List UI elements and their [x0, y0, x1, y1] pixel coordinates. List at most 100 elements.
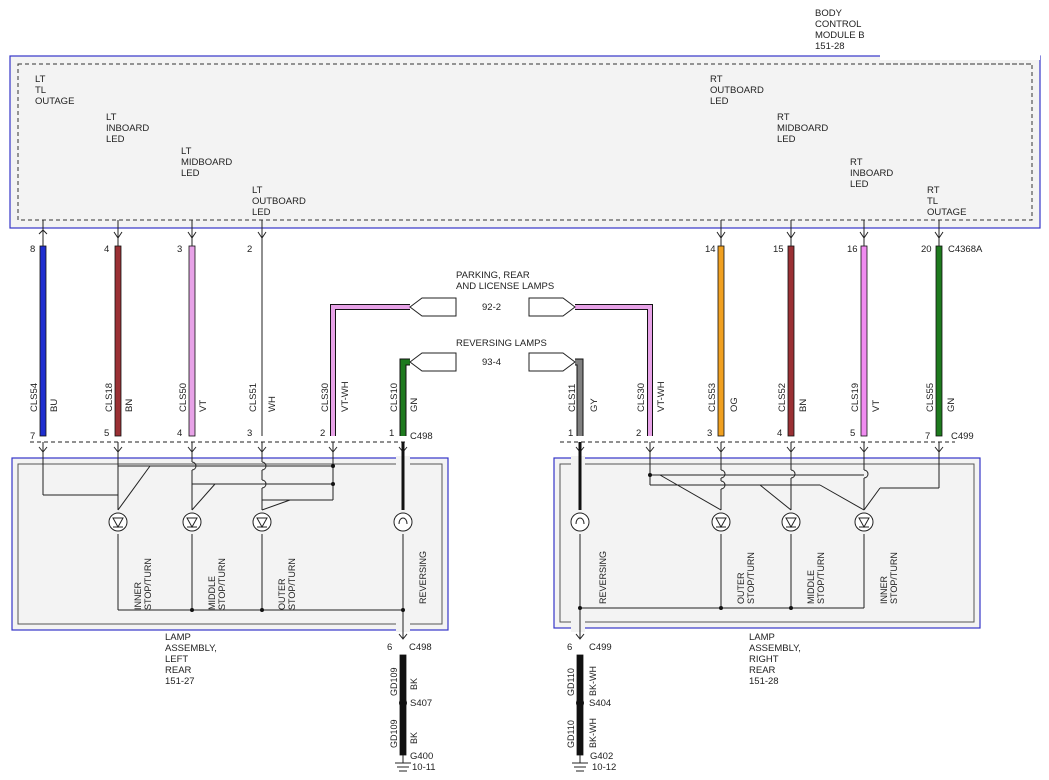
parking-link-title: AND LICENSE LAMPS [456, 281, 554, 292]
lamp-label: MIDDLE [806, 570, 816, 604]
circuit-label: CLS53 [707, 383, 718, 412]
ground-ref: 10-11 [412, 762, 436, 773]
assembly-label: ASSEMBLY, [749, 643, 801, 654]
wire-cls52 [787, 245, 795, 437]
assembly-label: LAMP [749, 632, 775, 643]
reversing-link-arrow-right[interactable] [528, 352, 576, 372]
ground-icon [572, 755, 588, 772]
assembly-label: LAMP [165, 632, 191, 643]
bcm-label-line: 151-28 [815, 41, 845, 52]
assembly-label: 151-27 [165, 676, 195, 687]
left-lamp-assembly: INNER STOP/TURN MIDDLE STOP/TURN OUTER S… [11, 442, 449, 687]
reversing-link-title: REVERSING LAMPS [456, 338, 547, 349]
connector-pin: 4 [777, 428, 782, 439]
connector-pin: 4 [177, 428, 182, 439]
led-lamp-icon [781, 512, 801, 532]
bcm-module [9, 54, 1041, 229]
bcm-pin-number: 2 [247, 244, 252, 255]
wire-color-label: VT [871, 400, 882, 412]
lamp-label: INNER [879, 575, 889, 604]
wire-color-label: WH [267, 396, 278, 412]
bulb-lamp-icon [570, 512, 590, 532]
circuit-label: GD110 [566, 720, 576, 748]
bcm-label-line: MODULE B [815, 30, 865, 41]
bcm-label: BODY CONTROL MODULE B 151-28 [815, 8, 865, 52]
svg-text:MIDBOARD: MIDBOARD [181, 157, 232, 168]
lamp-label: REVERSING [598, 551, 608, 604]
connector-pin: 5 [104, 428, 109, 439]
circuit-label: CLS19 [850, 383, 861, 412]
circuit-label: CLS51 [248, 383, 259, 412]
ground-label: G402 [590, 751, 613, 762]
svg-text:TL: TL [927, 196, 938, 207]
wire-color-label: GN [946, 398, 957, 412]
svg-text:RT: RT [927, 185, 940, 196]
assembly-label: RIGHT [749, 654, 779, 665]
left-ground-circuit: 6 C498 GD109 BK S407 GD109 BK G400 10-11 [387, 628, 436, 773]
svg-text:LED: LED [181, 168, 200, 179]
svg-text:OUTBOARD: OUTBOARD [252, 196, 306, 207]
wire-color-label: VT [198, 400, 209, 412]
ground-pin: 6 [387, 642, 392, 653]
circuit-label: CLS30 [320, 383, 331, 412]
svg-text:LED: LED [777, 134, 796, 145]
bulb-lamp-icon [393, 512, 413, 532]
circuit-label: GD109 [389, 719, 399, 748]
harness-wires [39, 236, 943, 437]
wire-color-label: BK-WH [588, 718, 598, 748]
wire-color-label: BN [798, 399, 809, 412]
output-rt-midboard-led: RT MIDBOARD LED [777, 112, 828, 145]
lamp-label: STOP/TURN [816, 552, 826, 604]
lamp-label: REVERSING [418, 551, 428, 604]
svg-text:OUTAGE: OUTAGE [35, 96, 74, 107]
svg-text:OUTBOARD: OUTBOARD [710, 85, 764, 96]
connector-pin: 2 [320, 428, 325, 439]
wire-color-label: BU [49, 399, 60, 412]
splice-label: S407 [410, 698, 432, 709]
lamp-label: INNER [133, 581, 143, 610]
output-lt-outboard-led: LT OUTBOARD LED [252, 185, 306, 218]
wire-cls18 [114, 245, 122, 437]
circuit-label: CLS50 [178, 383, 189, 412]
circuit-label: GD110 [566, 668, 576, 696]
led-lamp-icon [854, 512, 874, 532]
svg-text:LT: LT [181, 146, 192, 157]
output-rt-tl-outage: RT TL OUTAGE [927, 185, 966, 218]
output-lt-midboard-led: LT MIDBOARD LED [181, 146, 232, 179]
right-lamp-assembly: REVERSING OUTER STOP/TURN MIDDLE STOP/TU… [553, 442, 981, 687]
reversing-link-arrow-left[interactable] [409, 352, 457, 372]
svg-text:TL: TL [35, 85, 46, 96]
svg-text:RT: RT [850, 157, 863, 168]
wire-cls53 [717, 245, 725, 437]
lamp-label: OUTER [736, 572, 746, 604]
parking-link-arrow-left[interactable] [409, 297, 457, 317]
assembly-label: REAR [165, 665, 192, 676]
wire-color-label: GY [589, 398, 600, 412]
bcm-output-labels: LT TL OUTAGE LT INBOARD LED LT MIDBOARD … [35, 74, 966, 218]
lamp-label: OUTER [277, 578, 287, 610]
wire-cls19 [860, 245, 868, 437]
svg-text:RT: RT [710, 74, 723, 85]
output-lt-tl-outage: LT TL OUTAGE [35, 74, 74, 107]
bcm-connector-label: C4368A [948, 244, 983, 255]
bcm-pin-number: 14 [705, 244, 716, 255]
bcm-pin-number: 3 [177, 244, 182, 255]
svg-text:INBOARD: INBOARD [106, 123, 149, 134]
svg-text:LED: LED [710, 96, 729, 107]
circuit-label: CLS18 [104, 383, 115, 412]
lamp-label: STOP/TURN [746, 552, 756, 604]
lamp-label: STOP/TURN [889, 552, 899, 604]
svg-text:MIDBOARD: MIDBOARD [777, 123, 828, 134]
output-lt-inboard-led: LT INBOARD LED [106, 112, 149, 145]
circuit-label: CLS10 [389, 383, 400, 412]
bcm-pin-number: 20 [921, 244, 932, 255]
ground-connector: C498 [409, 642, 432, 653]
parking-link-arrow-right[interactable] [528, 297, 576, 317]
bcm-pin-number: 16 [847, 244, 858, 255]
circuit-label: CLS11 [567, 384, 578, 412]
led-lamp-icon [252, 512, 272, 532]
svg-text:RT: RT [777, 112, 790, 123]
connector-pin: 1 [389, 428, 394, 439]
ground-pin: 6 [567, 642, 572, 653]
